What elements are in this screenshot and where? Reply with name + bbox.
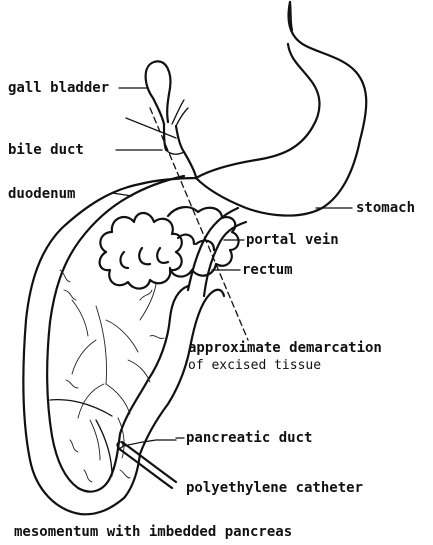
label-approximate-demarcation: approximate demarcation: [188, 340, 382, 356]
label-portal-vein: portal vein: [246, 232, 339, 248]
label-stomach: stomach: [356, 200, 415, 216]
stomach-outline: [196, 2, 366, 216]
label-duodenum: duodenum: [8, 186, 75, 202]
label-pancreatic-duct: pancreatic duct: [186, 430, 312, 446]
label-rectum: rectum: [242, 262, 293, 278]
duodenum-outline: [23, 152, 224, 514]
label-gall-bladder: gall bladder: [8, 80, 109, 96]
gall-bladder-outline: [146, 61, 171, 124]
polyethylene-catheter: [118, 442, 176, 488]
pancreatic-duct: [124, 440, 176, 446]
duodenum-leader: [112, 193, 132, 196]
label-mesomentum: mesomentum with imbedded pancreas: [14, 524, 292, 540]
label-of-excised-tissue: of excised tissue: [188, 358, 321, 374]
label-polyethylene-catheter: polyethylene catheter: [186, 480, 363, 496]
label-bile-duct: bile duct: [8, 142, 84, 158]
